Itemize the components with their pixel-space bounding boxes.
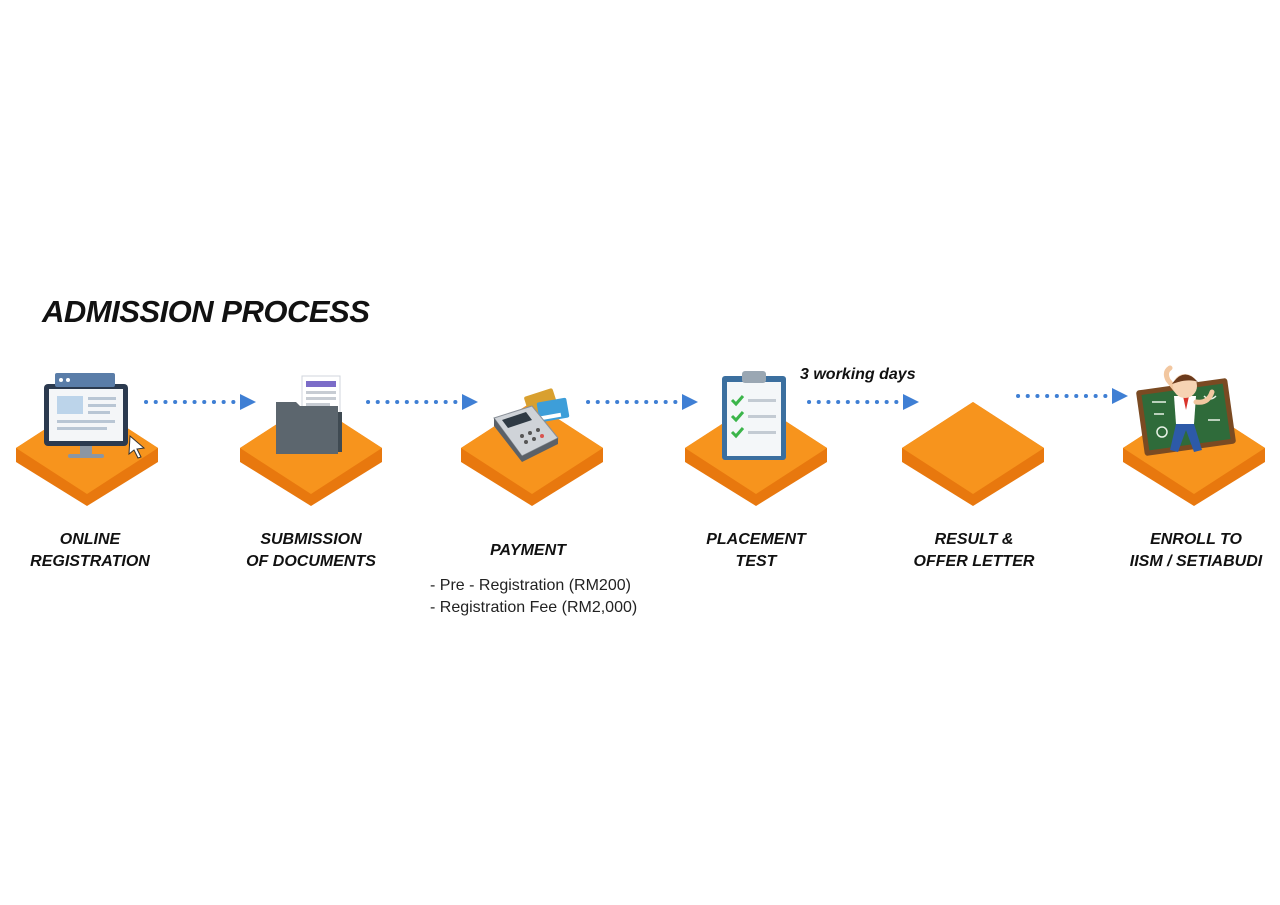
computer-icon (44, 373, 146, 459)
arrow-2-to-3 (366, 394, 478, 410)
step-5-platform (902, 402, 1044, 506)
document-folder-icon (276, 375, 342, 454)
connector-note: 3 working days (800, 366, 916, 383)
arrow-5-to-6 (1016, 388, 1128, 404)
step-5-label: RESULT &OFFER LETTER (913, 531, 1035, 570)
payment-detail-pre-registration: - Pre - Registration (RM200) (430, 577, 631, 594)
arrow-4-to-5 (807, 394, 919, 410)
clipboard-checklist-icon (722, 371, 786, 460)
step-3-label: PAYMENT (490, 542, 566, 559)
page-title: ADMISSION PROCESS (42, 294, 370, 329)
arrow-1-to-2 (144, 394, 256, 410)
student-chalkboard-icon (1136, 365, 1236, 456)
card-terminal-icon (493, 388, 570, 462)
payment-details: - Pre - Registration (RM200) - Registrat… (430, 575, 637, 619)
arrow-3-to-4 (586, 394, 698, 410)
payment-detail-registration-fee: - Registration Fee (RM2,000) (430, 599, 638, 616)
